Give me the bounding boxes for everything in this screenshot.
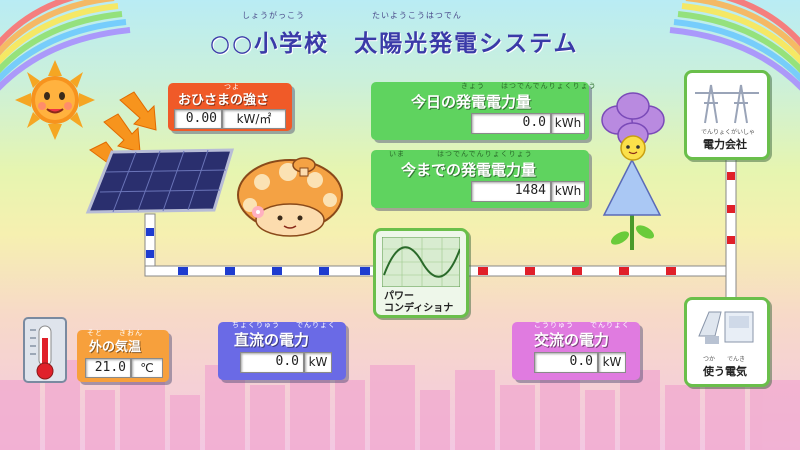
thermometer-icon: [23, 317, 67, 383]
today-ruby: きょう はつでんでんりょくりょう: [461, 82, 597, 90]
conditioner-label-1: パワー: [384, 291, 414, 302]
sun-illustration: [15, 60, 95, 140]
usage-ruby: つか でんき: [703, 356, 746, 363]
temperature-panel: そと きおん 外の気温 21.0 ℃: [77, 329, 169, 382]
conditioner-label-2: コンディショナ: [384, 303, 454, 314]
today-value-box: 0.0: [471, 113, 551, 134]
temperature-unit: ℃: [131, 358, 163, 378]
temperature-ruby: そと きおん: [87, 329, 143, 337]
rainbow-left: [0, 0, 131, 91]
company-label: 電力会社: [703, 138, 747, 151]
temperature-label: 外の気温: [89, 340, 142, 355]
page-title: ○○小学校 太陽光発電システム: [210, 31, 579, 57]
today-value: 0.0: [522, 115, 546, 130]
company-ruby: でんりょくがいしゃ: [701, 129, 756, 136]
total-generation-panel: いま はつでんでんりょくりょう 今までの発電電力量 1484 kWh: [371, 150, 589, 208]
today-unit: kWh: [551, 113, 585, 134]
total-label: 今までの発電電力量: [401, 161, 537, 179]
solar-panel-illustration: [85, 148, 235, 214]
temperature-value: 21.0: [94, 360, 126, 375]
ac-ruby: こうりゅう でんりょく: [534, 321, 630, 329]
sunlight-value: 0.00: [185, 111, 217, 126]
title-ruby-school: しょうがっこう: [242, 11, 305, 20]
flower-character: [601, 92, 665, 250]
power-tower-icon: [695, 84, 759, 124]
dc-value-box: 0.0: [240, 352, 304, 373]
waveform-icon: [382, 237, 460, 287]
ac-power-panel: こうりゅう でんりょく 交流の電力 0.0 kW: [512, 321, 640, 380]
power-conditioner: パワー コンディショナ: [373, 228, 469, 318]
mushroom-character: [237, 157, 343, 237]
power-company: でんりょくがいしゃ 電力会社: [684, 70, 770, 160]
ac-label: 交流の電力: [534, 331, 610, 349]
dc-power-panel: ちょくりゅう でんりょく 直流の電力 0.0 kW: [218, 321, 346, 380]
sunlight-unit: kW/㎡: [222, 109, 286, 129]
dc-value: 0.0: [275, 354, 299, 369]
appliance-icon: [698, 311, 754, 344]
usage-label: 使う電気: [703, 365, 747, 378]
dc-unit: kW: [304, 352, 332, 373]
dc-label: 直流の電力: [234, 331, 310, 349]
total-value: 1484: [514, 183, 546, 198]
sunlight-label: おひさまの強さ: [178, 93, 270, 108]
today-label: 今日の発電電力量: [411, 93, 532, 111]
usage-electricity: つか でんき 使う電気: [684, 297, 770, 387]
ac-value-box: 0.0: [534, 352, 598, 373]
dc-ruby: ちょくりゅう でんりょく: [232, 321, 336, 329]
today-generation-panel: きょう はつでんでんりょくりょう 今日の発電電力量 0.0 kWh: [371, 82, 596, 140]
temperature-value-box: 21.0: [85, 358, 131, 378]
total-value-box: 1484: [471, 181, 551, 202]
title-ruby-system: たいようこうはつでん: [372, 11, 462, 20]
ac-unit: kW: [598, 352, 626, 373]
ac-value: 0.0: [569, 354, 593, 369]
rainbow-right: [669, 0, 800, 91]
sunlight-ruby: つよ: [224, 83, 240, 91]
total-unit: kWh: [551, 181, 585, 202]
sunlight-value-box: 0.00: [174, 109, 222, 129]
total-ruby: いま はつでんでんりょくりょう: [389, 150, 533, 158]
sunlight-panel: つよ おひさまの強さ 0.00 kW/㎡: [168, 83, 292, 131]
